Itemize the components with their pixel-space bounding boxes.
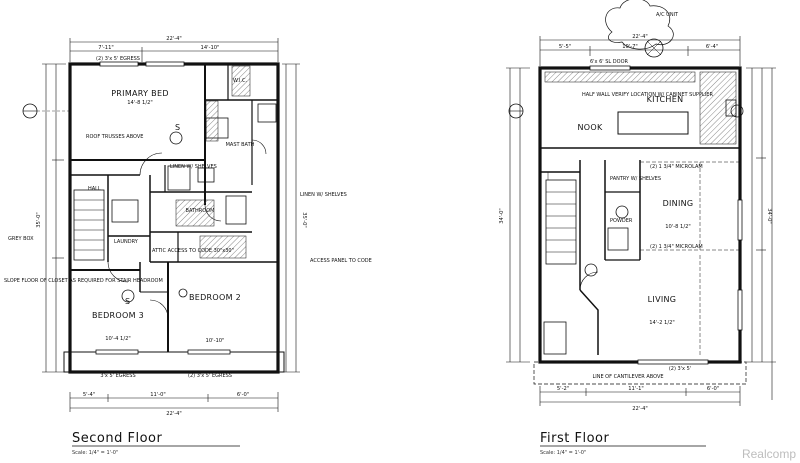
ff-note-line-cantilever: LINE OF CANTILEVER ABOVE — [592, 374, 663, 380]
ff-width-top: 22'-4" — [632, 34, 648, 40]
ff-ac-unit: A/C UNIT — [656, 12, 679, 18]
room-primary-bed-dim: 14'-8 1/2" — [127, 100, 153, 106]
sf-width-bottom: 22'-4" — [166, 411, 182, 417]
ff-bottom-dim-3: 6'-0" — [707, 386, 719, 392]
sf-egress-right: (2) 3'x 5' EGRESS — [188, 373, 232, 379]
room-bedroom3: BEDROOM 3 — [92, 311, 144, 320]
sf-bottom-dim-3: 6'-0" — [237, 392, 249, 398]
room-kitchen: KITCHEN — [647, 95, 684, 104]
ff-bottom-dim-1: 5'-2" — [557, 386, 569, 392]
sf-note-linen: LINEN W/ SHELVES — [300, 192, 347, 198]
ff-width-bottom: 22'-4" — [632, 406, 648, 412]
sf-note-slope-floor: SLOPE FLOOR OF CLOSET AS REQUIRED FOR ST… — [4, 278, 163, 284]
sf-bottom-dim-1: 5'-4" — [83, 392, 95, 398]
ff-bottom-dim-2: 11'-1" — [628, 386, 644, 392]
room-bedroom2: BEDROOM 2 — [189, 293, 241, 302]
sf-note-roof-trusses: ROOF TRUSSES ABOVE — [86, 134, 143, 140]
room-living: LIVING — [648, 295, 677, 304]
symbol-s2: S — [125, 297, 130, 306]
room-living-dim: 14'-2 1/2" — [649, 320, 675, 326]
ff-depth-left: 34'-0" — [499, 208, 505, 224]
ff-note-microlam-top: (2) 1 3/4" MICROLAM — [650, 164, 703, 170]
sf-egress-left: 3'x 5' EGRESS — [100, 373, 135, 379]
room-powder: POWDER — [610, 218, 633, 224]
realcomp-watermark: Realcomp — [742, 447, 796, 461]
room-dining: DINING — [663, 199, 694, 208]
ff-note-door: 6'x 6' SL DOOR — [590, 59, 629, 65]
sf-width-top: 22'-4" — [166, 36, 182, 42]
sf-egress-top: (2) 3'x 5' EGRESS — [96, 56, 140, 62]
ff-top-dim-2: 10'-7" — [622, 44, 638, 50]
room-laundry: LAUNDRY — [114, 239, 139, 245]
room-attic: ATTIC ACCESS TO CODE 30"x30" — [152, 248, 234, 254]
room-mast-bath: MAST BATH — [226, 142, 255, 148]
ff-top-dim-3: 6'-4" — [706, 44, 718, 50]
second-floor-labels: 22'-4" 7'-11" 14'-10" (2) 3'x 5' EGRESS … — [4, 36, 372, 456]
first-floor-plan — [506, 0, 776, 406]
sf-depth-right: 35'-0" — [301, 212, 307, 228]
first-floor-scale: Scale: 1/4" = 1'-0" — [540, 450, 586, 456]
sf-note-grey-box: GREY BOX — [8, 236, 34, 242]
second-floor-title: Second Floor — [72, 431, 162, 446]
sf-bottom-dim-2: 11'-0" — [150, 392, 166, 398]
room-bathroom: BATHROOM — [186, 208, 215, 214]
symbol-s1: S — [175, 123, 180, 132]
room-nook: NOOK — [577, 123, 602, 132]
ff-note-microlam-mid: (2) 1 3/4" MICROLAM — [650, 244, 703, 250]
room-bedroom3-dim: 10'-4 1/2" — [105, 336, 131, 342]
ff-top-dim-1: 5'-5" — [559, 44, 571, 50]
first-floor-title: First Floor — [540, 431, 609, 446]
ff-depth-right: 34'-0" — [766, 208, 772, 224]
sf-top-dim-2: 14'-10" — [201, 45, 220, 51]
ff-note-window-bottom: (2) 3'x 5' — [669, 366, 691, 372]
room-wic: W.I.C. — [233, 78, 248, 84]
second-floor-plan — [22, 38, 300, 412]
room-pantry: PANTRY W/ SHELVES — [610, 176, 661, 182]
sf-note-access-panel: ACCESS PANEL TO CODE — [310, 258, 372, 264]
ff-note-half-wall: HALF WALL VERIFY LOCATION W/ CABINET SUP… — [582, 92, 713, 98]
room-dining-dim: 10'-8 1/2" — [665, 224, 691, 230]
room-linen-shelves: LINEN W/ SHELVES — [170, 164, 217, 170]
first-floor-labels: A/C UNIT 22'-4" 5'-5" 10'-7" 6'-4" 6'x 6… — [499, 12, 772, 456]
sf-depth-left: 35'-0" — [36, 212, 42, 228]
room-bedroom2-dim: 10'-10" — [206, 338, 225, 344]
room-primary-bed: PRIMARY BED — [111, 89, 169, 98]
sf-top-dim-1: 7'-11" — [98, 45, 114, 51]
room-hall: HALL — [88, 186, 101, 192]
second-floor-scale: Scale: 1/4" = 1'-0" — [72, 450, 118, 456]
